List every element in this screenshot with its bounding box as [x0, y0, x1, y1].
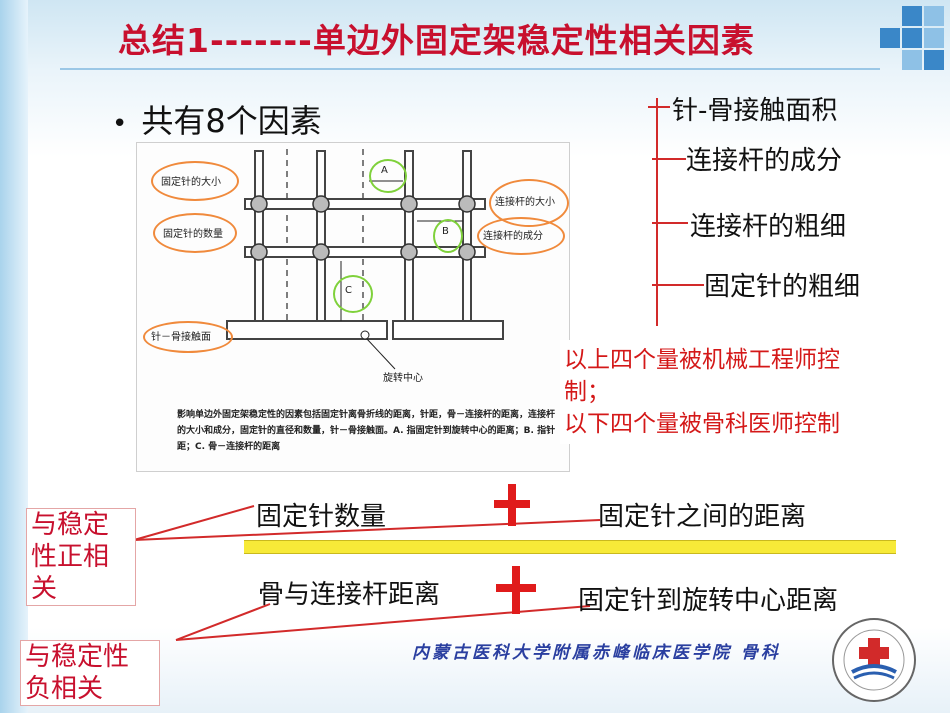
label-a: A	[381, 165, 388, 176]
label-line: 负相关	[25, 674, 104, 704]
label-line: 与稳定	[31, 510, 110, 540]
positive-correlation-label: 与稳定 性正相 关	[26, 508, 136, 606]
pin-count-circle	[153, 213, 237, 253]
label-line: 与稳定性	[25, 642, 130, 672]
b-circle	[433, 219, 463, 253]
fixator-figure: 固定针的大小 固定针的数量 针－骨接触面 连接杆的大小 连接杆的成分 A B C…	[136, 142, 570, 472]
negative-correlation-label: 与稳定性 负相关	[20, 640, 160, 706]
footer-institution: 内蒙古医科大学附属赤峰临床医学院 骨科	[412, 643, 781, 663]
control-note: 以上四个量被机械工程师控 制； 以下四个量被骨科医师控制	[560, 340, 918, 444]
label-rod-composition: 连接杆的成分	[483, 231, 543, 242]
pin-size-circle	[151, 161, 239, 201]
factor-item: 针-骨接触面积	[672, 96, 838, 126]
fixator-drawing	[226, 149, 504, 370]
label-rotation-center: 旋转中心	[383, 373, 423, 384]
control-note-line: 以下四个量被骨科医师控制	[564, 411, 840, 437]
label-line: 关	[31, 574, 58, 604]
negative-right-item: 固定针到旋转中心距离	[578, 586, 839, 616]
factor-bracket	[656, 98, 658, 326]
bullet-item: • 共有8个因素	[112, 96, 322, 142]
positive-right-item: 固定针之间的距离	[598, 502, 807, 532]
corner-decoration	[864, 6, 944, 82]
factor-item: 连接杆的成分	[686, 146, 843, 176]
negative-left-item: 骨与连接杆距离	[258, 580, 441, 610]
factor-item: 连接杆的粗细	[690, 212, 847, 242]
control-note-line: 以上四个量被机械工程师控	[564, 347, 840, 373]
label-line: 性正相	[31, 542, 110, 572]
label-c: C	[345, 285, 352, 296]
figure-caption: 影响单边外固定架稳定性的因素包括固定针离骨折线的距离，针距，骨－连接杆的距离，连…	[177, 410, 556, 452]
factor-item: 固定针的粗细	[704, 272, 861, 302]
bullet-dot-icon: •	[112, 109, 128, 139]
left-band	[0, 0, 28, 713]
a-circle	[369, 159, 407, 193]
bullet-text: 共有8个因素	[141, 102, 322, 140]
slide-title: 总结1-------单边外固定架稳定性相关因素	[118, 21, 755, 60]
label-pin-count: 固定针的数量	[163, 229, 223, 240]
control-note-line: 制；	[564, 379, 610, 405]
bracket-tick	[652, 222, 688, 224]
label-b: B	[442, 226, 449, 237]
label-bone-contact: 针－骨接触面	[151, 332, 211, 343]
positive-left-item: 固定针数量	[256, 502, 387, 532]
divider-bar	[244, 540, 896, 554]
bracket-tick	[652, 284, 704, 286]
c-circle	[333, 275, 373, 313]
hospital-logo-icon	[832, 618, 916, 702]
label-pin-size: 固定针的大小	[161, 177, 221, 188]
bracket-tick	[652, 158, 686, 160]
bone-contact-circle	[143, 321, 233, 353]
title-underline	[60, 68, 880, 70]
bracket-tick	[648, 106, 670, 108]
rod-composition-circle	[477, 217, 565, 255]
label-rod-size: 连接杆的大小	[495, 197, 555, 208]
